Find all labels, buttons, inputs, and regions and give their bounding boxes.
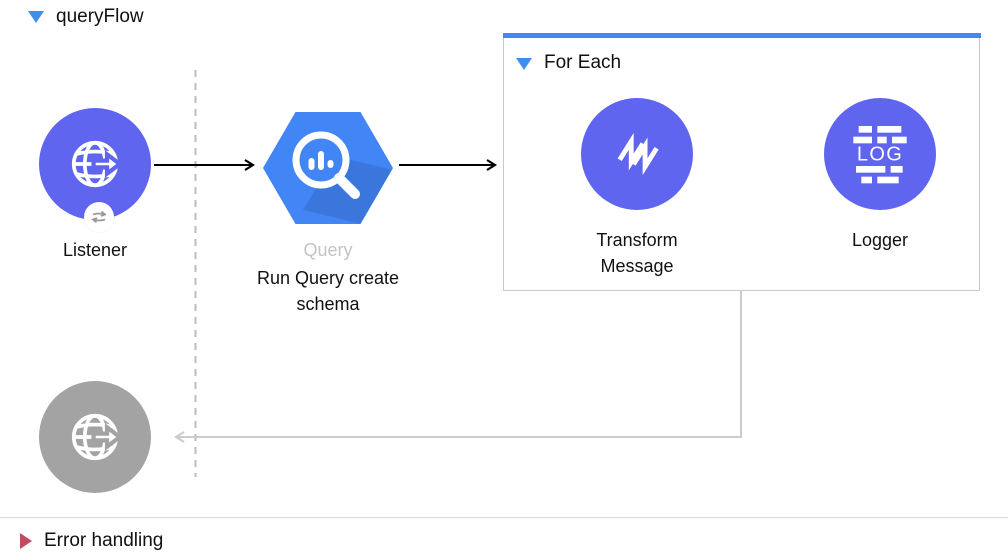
bigquery-icon <box>263 112 393 224</box>
query-node[interactable] <box>263 112 393 224</box>
scope-header: For Each <box>516 52 621 74</box>
logger-label: Logger <box>851 230 909 250</box>
logger-node[interactable]: LOG <box>824 98 936 210</box>
globe-arrow-icon <box>71 140 124 188</box>
error-handling-header[interactable]: Error handling <box>20 530 163 552</box>
collapse-flow-icon[interactable] <box>28 11 44 23</box>
flow-header: queryFlow <box>28 6 144 28</box>
expand-error-handling-icon[interactable] <box>20 533 32 549</box>
listener-label: Listener <box>62 240 128 260</box>
log-icon: LOG <box>853 126 907 184</box>
transform-message-label: Transform Message <box>596 230 678 276</box>
log-icon-text: LOG <box>857 144 903 166</box>
listener-node[interactable] <box>39 108 151 232</box>
query-label: Query <box>303 240 353 260</box>
scope-top-bar <box>502 33 981 38</box>
globe-arrow-gray-icon <box>71 413 124 461</box>
flow-title: queryFlow <box>56 6 144 27</box>
scope-title: For Each <box>544 52 622 73</box>
listener-exchange-badge <box>84 202 114 232</box>
swap-arrows-icon <box>91 210 107 224</box>
query-description: Run Query create schema <box>256 268 400 314</box>
transform-message-node[interactable] <box>581 98 693 210</box>
listener-response-node[interactable] <box>39 381 151 493</box>
collapse-scope-icon[interactable] <box>516 58 532 70</box>
error-handling-divider <box>0 517 1008 518</box>
dataweave-icon <box>617 132 659 176</box>
error-handling-title: Error handling <box>44 530 164 551</box>
